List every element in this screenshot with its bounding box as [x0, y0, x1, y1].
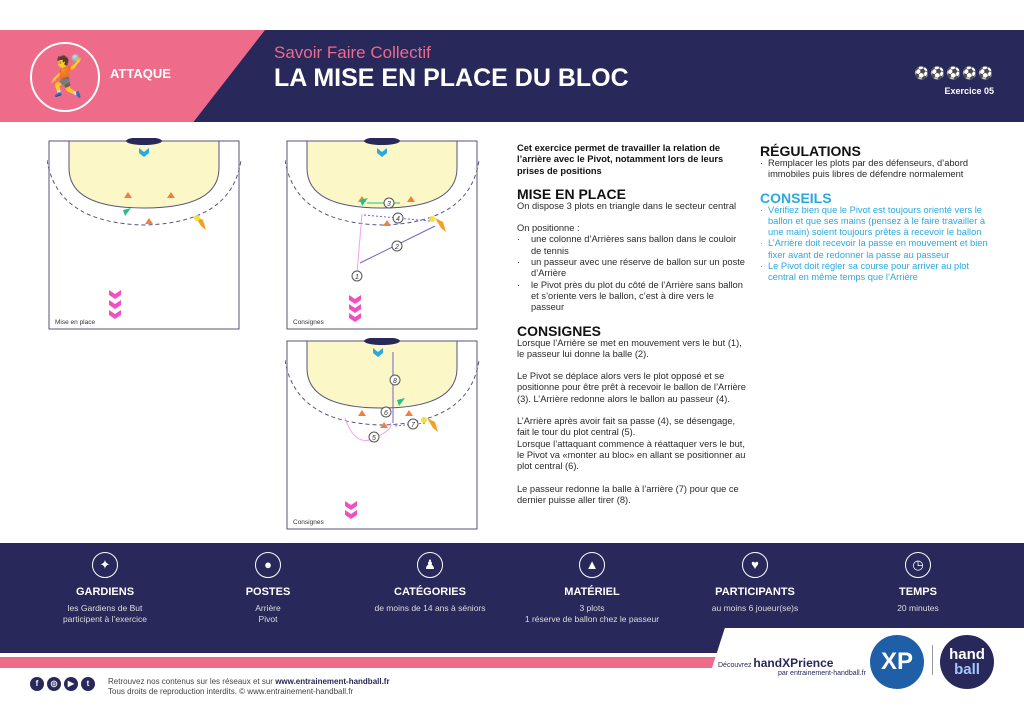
category-label: ATTAQUE	[110, 66, 171, 81]
list-item: Remplacer les plots par des défenseurs, …	[760, 158, 995, 181]
court	[285, 138, 480, 330]
advice-column: RÉGULATIONS Remplacer les plots par des …	[760, 134, 995, 284]
list-item: L’Arrière doit recevoir la passe en mouv…	[760, 238, 995, 261]
diagram-label: Mise en place	[55, 319, 95, 326]
footer-text: Retrouvez nos contenus sur les réseaux e…	[108, 677, 390, 696]
participants-icon: ♥	[742, 552, 768, 578]
handball-player-icon: 🤾	[30, 42, 100, 112]
description-column: Cet exercice permet de travailler la rel…	[517, 143, 749, 506]
list-item: Vérifiez bien que le Pivot est toujours …	[760, 205, 995, 239]
consignes-text: L’Arrière après avoir fait sa passe (4),…	[517, 416, 736, 438]
youtube-icon[interactable]: ▶	[64, 677, 78, 691]
facebook-icon[interactable]: f	[30, 677, 44, 691]
consignes-text: Le passeur redonne la balle à l’arrière …	[517, 483, 739, 505]
court	[47, 138, 242, 330]
diagram-label: Consignes	[293, 319, 324, 326]
divider	[932, 645, 933, 675]
page-title: LA MISE EN PLACE DU BLOC	[274, 64, 629, 92]
mise-en-place-text: On dispose 3 plots en triangle dans le s…	[517, 200, 737, 211]
consignes-text: Lorsque l’Arrière se met en mouvement ve…	[517, 337, 742, 359]
pivot	[123, 208, 131, 216]
intro-text: Cet exercice permet de travailler la rel…	[517, 143, 724, 176]
step-number: 1	[355, 274, 359, 281]
cones	[124, 192, 175, 224]
twitter-icon[interactable]: t	[81, 677, 95, 691]
social-links: f ◎ ▶ t	[30, 677, 95, 691]
mise-en-place-list: une colonne d’Arrières sans ballon dans …	[517, 234, 749, 313]
conseils-heading: CONSEILS	[760, 189, 832, 206]
list-item: Le Pivot doit régler sa course pour arri…	[760, 261, 995, 284]
step-number: 8	[393, 378, 397, 385]
cone-icon: ▲	[579, 552, 605, 578]
consignes-text: Le Pivot se déplace alors vers le plot o…	[517, 371, 746, 404]
court	[285, 338, 480, 530]
goalkeeper	[139, 148, 149, 157]
website-link[interactable]: www.entrainement-handball.fr	[275, 677, 390, 686]
difficulty-rating: ⚽⚽⚽⚽⚽	[914, 66, 994, 80]
arriere-column	[109, 290, 121, 319]
step-number: 3	[387, 201, 391, 208]
goalkeeper-icon: ✦	[92, 552, 118, 578]
position-icon: ●	[255, 552, 281, 578]
consignes-heading: CONSIGNES	[517, 322, 602, 339]
subtitle: Savoir Faire Collectif	[274, 43, 431, 62]
list-item: le Pivot près du plot du côté de l’Arriè…	[517, 280, 749, 314]
pink-stripe	[0, 657, 720, 668]
step-number: 7	[411, 422, 416, 429]
mise-en-place-text: On positionne :	[517, 223, 580, 234]
step-number: 5	[372, 435, 376, 442]
list-item: un passeur avec une réserve de ballon su…	[517, 257, 749, 280]
step-number: 2	[394, 244, 399, 251]
regulations-heading: RÉGULATIONS	[760, 143, 861, 159]
diagram-consignes-1: 1 2 3 4 Consignes	[285, 138, 480, 330]
diagram-mise-en-place: Mise en place	[47, 138, 242, 330]
clock-icon: ◷	[905, 552, 931, 578]
exercise-number: Exercice 05	[944, 86, 994, 96]
consignes-text: Lorsque l’attaquant commence à réattaque…	[517, 438, 746, 472]
instagram-icon[interactable]: ◎	[47, 677, 61, 691]
ball-icon: ⚽⚽	[962, 66, 994, 80]
mise-en-place-heading: MISE EN PLACE	[517, 185, 626, 202]
diagram-label: Consignes	[293, 519, 324, 526]
step-number: 6	[384, 410, 388, 417]
step-number: 4	[396, 216, 400, 223]
xp-logo[interactable]: XP	[870, 635, 924, 689]
diagram-consignes-2: 5 6 7 8 Consignes	[285, 338, 480, 530]
list-item: une colonne d’Arrières sans ballon dans …	[517, 234, 749, 257]
ball-icon: ⚽⚽⚽	[914, 66, 963, 80]
group-icon: ♟	[417, 552, 443, 578]
